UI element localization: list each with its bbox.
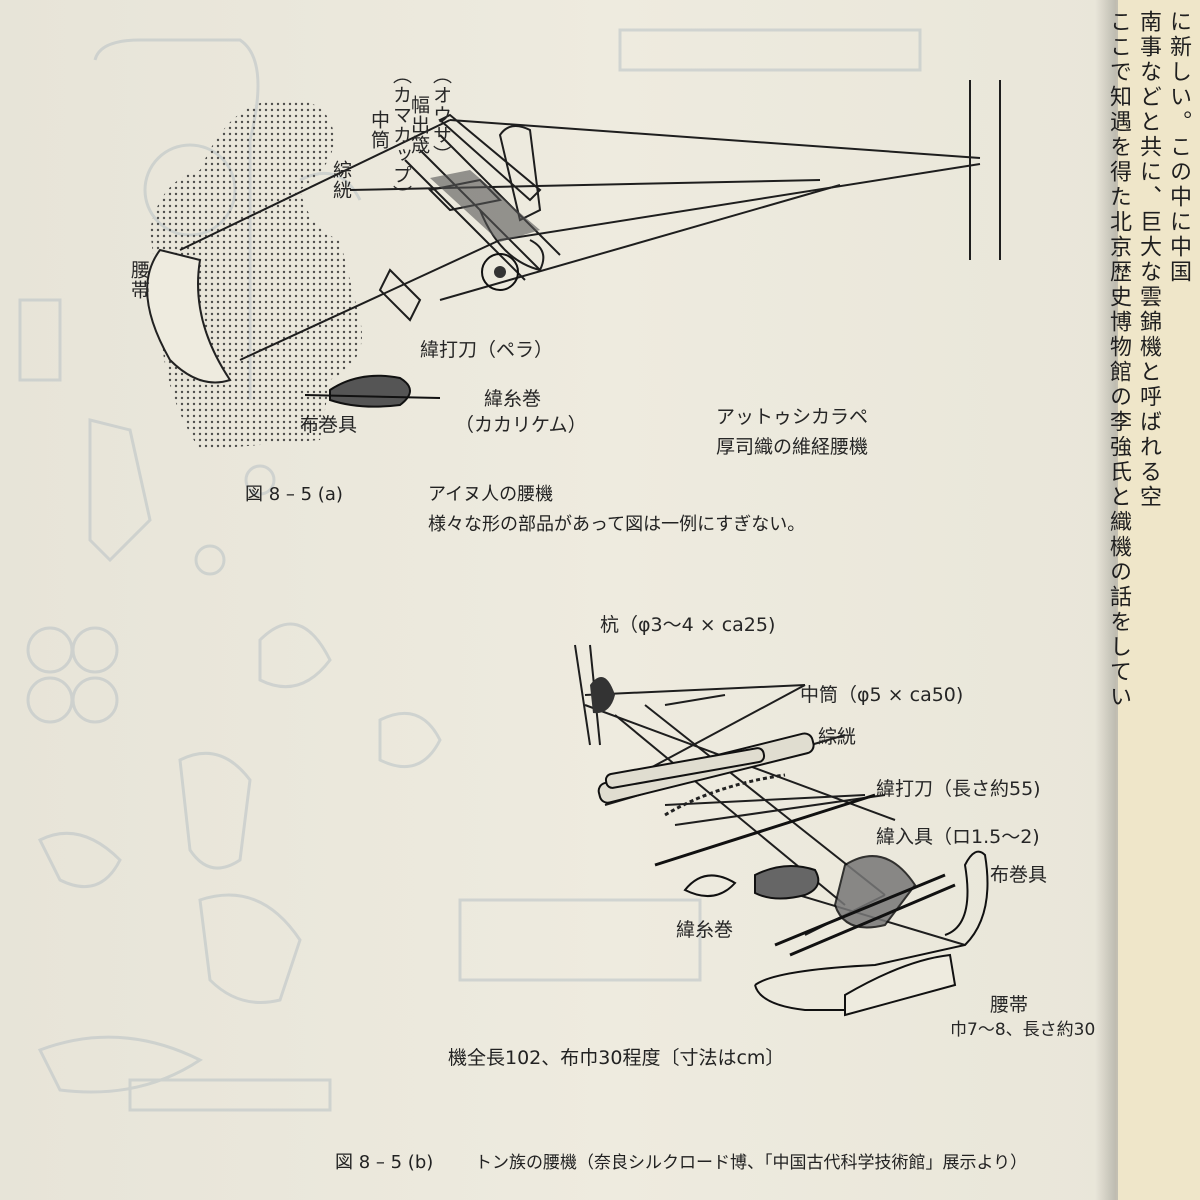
attush-label-line2: 厚司織の維経腰機 [716, 436, 869, 458]
nukiuchigatana-label-b: 緯打刀（長さ約55) [876, 778, 1041, 800]
numakigu-label-a: 布巻具 [300, 414, 358, 436]
sokou-label-a: 綜絖 [330, 160, 352, 200]
figure-b-caption-title: トン族の腰機（奈良シルクロード博、「中国古代科学技術館」展示より） [475, 1153, 1028, 1173]
figure-a-illustration [146, 80, 1001, 450]
figure-a-caption-title: アイヌ人の腰機 [428, 484, 554, 505]
nakazutsu-label-a: 中筒 [368, 110, 390, 150]
nakazutsu-label-b: 中筒（φ5 × ca50) [800, 684, 964, 706]
sokou-label-b: 綜絖 [818, 726, 857, 748]
nukiitomaki-label-a: 緯糸巻 [484, 388, 542, 410]
figure-b-dimension-note: 機全長102、布巾30程度〔寸法はcm〕 [448, 1047, 785, 1069]
kui-label: 杭（φ3〜4 × ca25) [600, 614, 776, 636]
nukiitomaki-label-b: 緯糸巻 [676, 919, 734, 941]
attush-label-line1: アットゥシカラペ [716, 406, 869, 428]
nukiiregu-label: 緯入具（ロ1.5〜2) [876, 826, 1040, 848]
left-page: （オウサ） 幅出筬 （カマカップ） 中筒 綜絖 腰帯 緯打刀（ペラ） 緯糸巻 （… [0, 0, 1115, 1200]
numakigu-label-b: 布巻具 [990, 864, 1048, 886]
right-page-column-1: に新しい。この中に中国 [1166, 10, 1191, 285]
right-page-column-3: ここで知遇を得た北京歴史博物館の李強氏と織機の話をしてい [1106, 10, 1131, 710]
weft-spool-a [329, 374, 411, 408]
koshiobi-size-label: 巾7〜8、長さ約30 [950, 1020, 1096, 1040]
right-page: に新しい。この中に中国 南事などと共に、巨大な雲錦機と呼ばれる空 ここで知遇を得… [1106, 0, 1200, 1200]
figure-b-caption-number: 図 8 – 5 (b) [335, 1152, 434, 1173]
figure-a-caption-note: 様々な形の部品があって図は一例にすぎない。 [428, 514, 806, 535]
koshiobi-label-a: 腰帯 [128, 260, 150, 300]
weft-spool-b [754, 865, 820, 900]
nukiuchigatana-label-a: 緯打刀（ペラ） [420, 339, 554, 361]
kakarikemu-label: （カカリケム） [455, 414, 587, 436]
habadashi-label: 幅出筬 [408, 95, 430, 155]
figure-b-illustration [574, 644, 989, 1017]
koshiobi-label-b: 腰帯 [990, 994, 1029, 1016]
figure-a-caption-number: 図 8 – 5 (a) [245, 484, 343, 505]
right-page-column-2: 南事などと共に、巨大な雲錦機と呼ばれる空 [1136, 10, 1161, 510]
kamakappu-label: （カマカップ） [390, 65, 412, 205]
osa-label: （オウサ） [430, 65, 452, 165]
show-through-illustration [18, 28, 922, 1112]
